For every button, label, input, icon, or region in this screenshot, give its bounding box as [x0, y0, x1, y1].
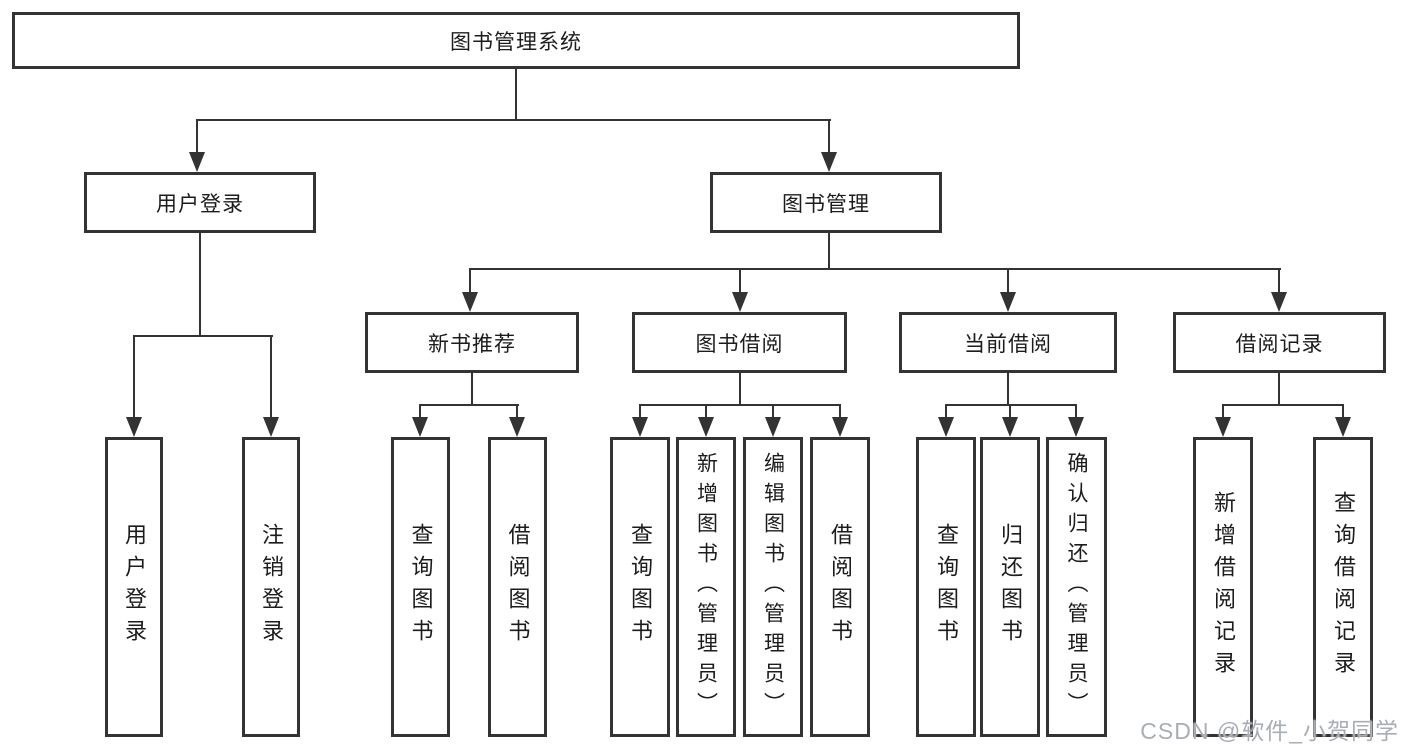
- connector-sec2-drop1: [945, 404, 947, 419]
- leaf-current-confirm-return-admin-label: 确认归还（管理员）: [1065, 452, 1088, 722]
- leaf-user-login: 用户登录: [105, 437, 163, 737]
- connector-sec3-stem: [1278, 373, 1280, 406]
- arrowhead-current-borrow: [1000, 292, 1016, 312]
- node-new-book-recommend: 新书推荐: [365, 312, 579, 373]
- arrowhead-sec1-leaf2: [698, 417, 714, 437]
- arrowhead-sec2-leaf2: [1002, 417, 1018, 437]
- leaf-current-query-books: 查询图书: [916, 437, 976, 737]
- leaf-recommend-borrow-books: 借阅图书: [488, 437, 547, 737]
- arrowhead-borrow-records: [1271, 292, 1287, 312]
- connector-drop-borrow-records: [1278, 268, 1280, 294]
- connector-sec1-rail: [639, 404, 841, 406]
- node-book-management-label: 图书管理: [782, 192, 870, 216]
- arrowhead-book-borrow: [732, 292, 748, 312]
- leaf-current-query-books-label: 查询图书: [934, 523, 959, 651]
- leaf-borrow-query-books-label: 查询图书: [628, 523, 653, 651]
- leaf-borrow-borrow-books: 借阅图书: [810, 437, 870, 737]
- arrowhead-user-login: [189, 152, 205, 172]
- connector-sec0-stem: [471, 373, 473, 406]
- node-borrow-records-label: 借阅记录: [1235, 332, 1324, 356]
- connector-sec2-rail: [945, 404, 1077, 406]
- leaf-records-query-record-label: 查询借阅记录: [1331, 491, 1356, 683]
- node-user-login-label: 用户登录: [156, 192, 244, 216]
- node-book-borrow-label: 图书借阅: [695, 332, 784, 356]
- connector-level2-rail: [196, 119, 831, 121]
- connector-sec0-rail: [419, 404, 519, 406]
- node-root: 图书管理系统: [12, 12, 1020, 69]
- connector-drop-user-login: [196, 119, 198, 154]
- connector-user-login-rail: [133, 335, 273, 337]
- connector-sec0-drop1: [419, 404, 421, 419]
- arrowhead-leaf-user-login: [126, 417, 142, 437]
- connector-sec0-drop2: [516, 404, 518, 419]
- connector-drop-leaf-user-login: [133, 335, 135, 419]
- connector-drop-book-borrow: [739, 268, 741, 294]
- node-current-borrow-label: 当前借阅: [964, 332, 1052, 356]
- leaf-records-query-record: 查询借阅记录: [1313, 437, 1373, 737]
- leaf-recommend-query-books: 查询图书: [391, 437, 450, 737]
- connector-sec3-rail: [1222, 404, 1344, 406]
- leaf-records-add-record: 新增借阅记录: [1193, 437, 1253, 737]
- node-borrow-records: 借阅记录: [1173, 312, 1386, 373]
- connector-sec1-drop1: [639, 404, 641, 419]
- node-book-borrow: 图书借阅: [632, 312, 847, 373]
- leaf-user-login-label: 用户登录: [122, 523, 147, 651]
- leaf-current-confirm-return-admin: 确认归还（管理员）: [1046, 437, 1107, 737]
- connector-user-login-stem: [199, 233, 201, 337]
- node-root-label: 图书管理系统: [450, 30, 582, 54]
- leaf-records-add-record-label: 新增借阅记录: [1211, 491, 1236, 683]
- connector-sec1-stem: [739, 373, 741, 406]
- connector-sec3-drop2: [1342, 404, 1344, 419]
- connector-sections-rail: [469, 268, 1281, 270]
- arrowhead-sec3-leaf1: [1215, 417, 1231, 437]
- watermark: CSDN @软件_小贺同学: [1140, 718, 1399, 744]
- leaf-logout: 注销登录: [242, 437, 300, 737]
- connector-drop-new-book-recommend: [469, 268, 471, 294]
- node-current-borrow: 当前借阅: [899, 312, 1117, 373]
- arrowhead-new-book-recommend: [462, 292, 478, 312]
- arrowhead-sec3-leaf2: [1335, 417, 1351, 437]
- connector-drop-book-management: [828, 119, 830, 154]
- leaf-borrow-query-books: 查询图书: [610, 437, 670, 737]
- arrowhead-sec0-leaf1: [412, 417, 428, 437]
- connector-drop-current-borrow: [1007, 268, 1009, 294]
- leaf-borrow-add-books-admin-label: 新增图书（管理员）: [694, 452, 718, 722]
- arrowhead-sec2-leaf1: [938, 417, 954, 437]
- arrowhead-sec1-leaf3: [765, 417, 781, 437]
- connector-drop-leaf-logout: [270, 335, 272, 419]
- arrowhead-sec2-leaf3: [1068, 417, 1084, 437]
- leaf-current-return-books: 归还图书: [980, 437, 1040, 737]
- arrowhead-leaf-logout: [263, 417, 279, 437]
- connector-book-management-stem: [828, 233, 830, 270]
- connector-sec2-drop3: [1075, 404, 1077, 419]
- connector-root-stem: [515, 68, 517, 121]
- leaf-logout-label: 注销登录: [259, 523, 284, 651]
- connector-sec1-drop3: [772, 404, 774, 419]
- connector-sec2-stem: [1007, 373, 1009, 406]
- connector-sec2-drop2: [1009, 404, 1011, 419]
- node-new-book-recommend-label: 新书推荐: [428, 332, 516, 356]
- arrowhead-sec0-leaf2: [509, 417, 525, 437]
- leaf-current-return-books-label: 归还图书: [998, 523, 1023, 651]
- connector-sec3-drop1: [1222, 404, 1224, 419]
- connector-sec1-drop4: [839, 404, 841, 419]
- arrowhead-sec1-leaf1: [632, 417, 648, 437]
- node-user-login: 用户登录: [84, 172, 316, 233]
- arrowhead-sec1-leaf4: [832, 417, 848, 437]
- leaf-recommend-borrow-books-label: 借阅图书: [505, 523, 531, 651]
- leaf-borrow-borrow-books-label: 借阅图书: [828, 523, 853, 651]
- leaf-borrow-edit-books-admin: 编辑图书（管理员）: [743, 437, 803, 737]
- connector-sec1-drop2: [705, 404, 707, 419]
- arrowhead-book-management: [821, 152, 837, 172]
- leaf-borrow-edit-books-admin-label: 编辑图书（管理员）: [761, 452, 785, 722]
- node-book-management: 图书管理: [710, 172, 942, 233]
- leaf-recommend-query-books-label: 查询图书: [408, 523, 434, 651]
- leaf-borrow-add-books-admin: 新增图书（管理员）: [676, 437, 736, 737]
